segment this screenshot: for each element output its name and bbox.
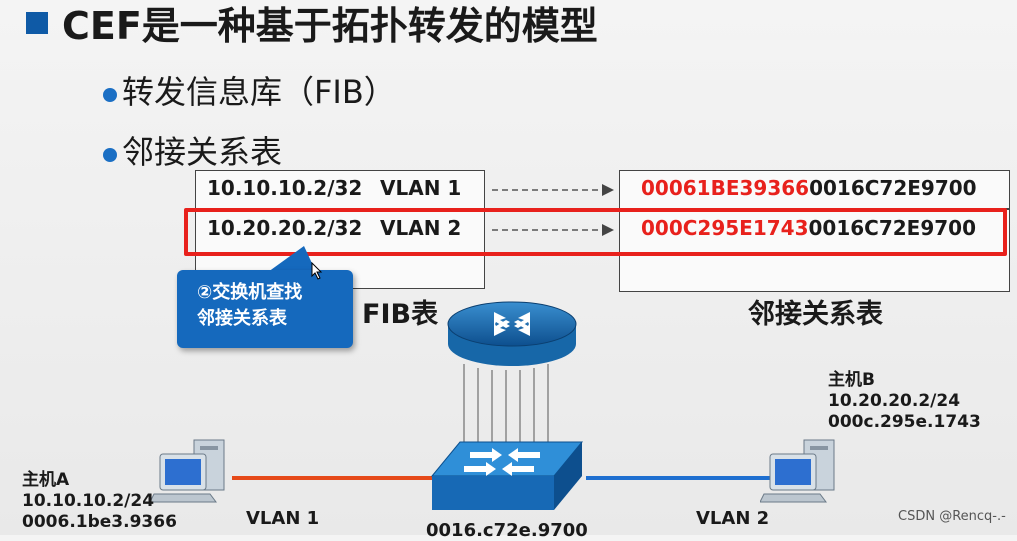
host-b-labels: 主机B 10.20.20.2/24 000c.295e.1743 (828, 370, 981, 433)
host-a-mac: 0006.1be3.9366 (22, 512, 177, 532)
watermark: CSDN @Rencq-.- (898, 509, 1006, 524)
callout-line-1: ②交换机查找 (197, 282, 303, 303)
trunk-lines (463, 364, 549, 452)
bullet-dot (103, 148, 117, 162)
adjacency-row-1-dst-mac: 00061BE39366 (641, 176, 810, 200)
adjacency-row-2-dst-mac: 000C295E1743 (641, 216, 809, 240)
adjacency-row-1-src-mac: 0016C72E9700 (809, 176, 977, 200)
bullet-adjacency: 邻接关系表 (122, 133, 283, 171)
slide-title: CEF是一种基于拓扑转发的模型 (62, 4, 598, 48)
bullet-fib: 转发信息库（FIB） (122, 73, 396, 111)
fib-row-2-vlan: VLAN 2 (380, 216, 462, 240)
callout-tail (268, 246, 316, 272)
vlan2-label: VLAN 2 (696, 508, 770, 529)
arrows-layer (492, 184, 614, 236)
fib-row-1-vlan: VLAN 1 (380, 176, 462, 200)
adjacency-row-2: 000C295E17430016C72E9700 (641, 216, 976, 240)
host-b-ip: 10.20.20.2/24 (828, 391, 961, 411)
highlight-row-2 (184, 208, 1007, 256)
host-b-pc-icon (760, 439, 835, 503)
switch-mac: 0016.c72e.9700 (426, 520, 588, 541)
fib-row-1-prefix: 10.10.10.2/32 (207, 176, 363, 200)
router-icon (447, 301, 577, 366)
switch-icon (430, 441, 584, 510)
mouse-cursor-icon (311, 262, 323, 280)
adjacency-row-1: 00061BE393660016C72E9700 (641, 176, 977, 200)
host-b-name: 主机B (828, 370, 875, 390)
callout-line-2: 邻接关系表 (197, 308, 287, 329)
title-bullet-square (26, 12, 48, 34)
vlan1-label: VLAN 1 (246, 508, 320, 529)
host-a-ip: 10.10.10.2/24 (22, 491, 155, 511)
adjacency-table (619, 170, 1010, 292)
fib-table (195, 170, 485, 289)
fib-table-label: FIB表 (362, 299, 439, 330)
host-a-labels: 主机A 10.10.10.2/24 0006.1be3.9366 (22, 470, 177, 533)
host-a-name: 主机A (22, 470, 70, 490)
dashed-arrow-row-1 (492, 184, 614, 196)
adjacency-row-2-src-mac: 0016C72E9700 (808, 216, 977, 240)
adjacency-table-label: 邻接关系表 (748, 299, 883, 330)
bullet-dot (103, 88, 117, 102)
fib-row-2-prefix: 10.20.20.2/32 (207, 216, 363, 240)
host-a-pc-icon (150, 439, 225, 503)
callout-step-2: ②交换机查找 邻接关系表 (177, 270, 353, 348)
host-b-mac: 000c.295e.1743 (828, 412, 981, 432)
dashed-arrow-row-2 (492, 224, 614, 236)
